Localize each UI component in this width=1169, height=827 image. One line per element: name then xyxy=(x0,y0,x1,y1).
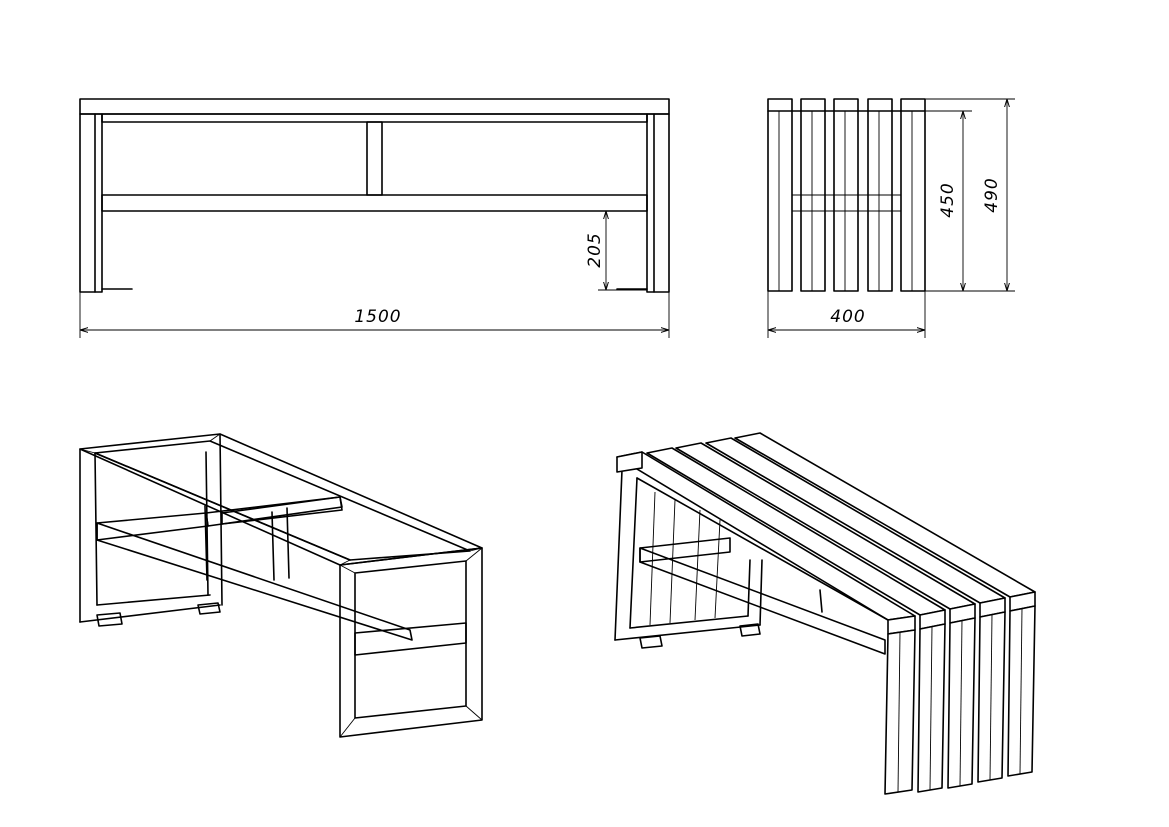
dim-width-label: 400 xyxy=(830,307,865,327)
slat-3 xyxy=(675,442,976,789)
dim-total-height-label: 490 xyxy=(982,177,1002,212)
slat-1 xyxy=(616,451,916,795)
slat-2 xyxy=(646,447,946,793)
slat-4 xyxy=(705,437,1006,783)
slat-5 xyxy=(734,432,1036,777)
dim-seat-frame-height-label: 450 xyxy=(938,182,958,217)
side-view: 400 450 490 xyxy=(767,98,1015,338)
dim-leg-gap-label: 205 xyxy=(585,232,605,267)
front-view: 205 1500 xyxy=(79,98,670,338)
dim-total-length-label: 1500 xyxy=(354,307,401,327)
bench-isometric xyxy=(614,432,1036,795)
frame-isometric xyxy=(79,433,483,738)
